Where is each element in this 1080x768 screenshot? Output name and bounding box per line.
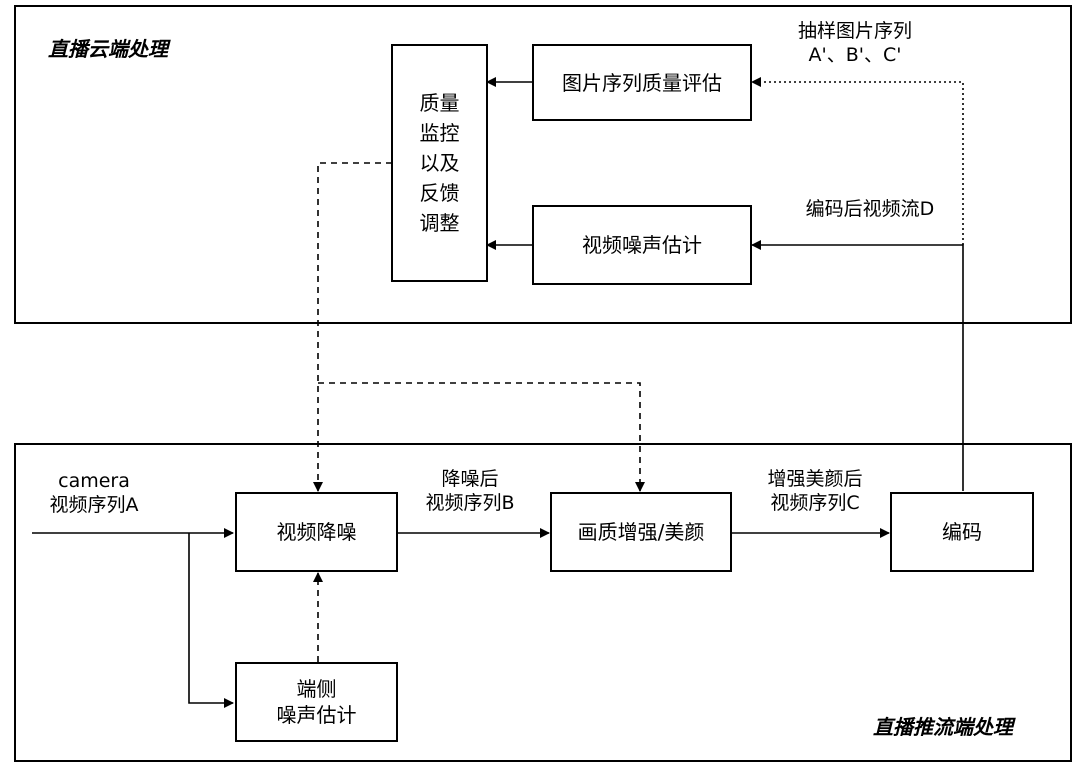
enhance-beauty-node: 画质增强/美颜 xyxy=(550,492,732,572)
input-label: camera 视频序列A xyxy=(49,470,139,516)
cloud-region-title: 直播云端处理 xyxy=(48,37,168,61)
encode-node: 编码 xyxy=(890,492,1034,572)
sampled-label: 抽样图片序列 A'、B'、C' xyxy=(797,20,912,66)
video-denoise-node: 视频降噪 xyxy=(235,492,398,572)
push-region-title: 直播推流端处理 xyxy=(873,715,1013,739)
edge-camera-to-edge-noise xyxy=(188,533,234,708)
denoised-label: 降噪后 视频序列B xyxy=(425,468,515,514)
image-quality-eval-node: 图片序列质量评估 xyxy=(532,44,752,121)
encoded-stream-label: 编码后视频流D xyxy=(805,198,935,220)
edge-encode-to-video-noise xyxy=(751,240,964,491)
edge-noise-est-node: 端侧 噪声估计 xyxy=(235,662,398,742)
quality-monitor-node: 质量 监控 以及 反馈 调整 xyxy=(391,44,488,282)
cloud-region xyxy=(14,5,1072,324)
edge-monitor-to-enhance xyxy=(318,382,645,492)
video-noise-est-node: 视频噪声估计 xyxy=(532,205,752,285)
edge-monitor-to-denoise xyxy=(313,162,392,492)
enhanced-label: 增强美颜后 视频序列C xyxy=(767,468,863,514)
push-region xyxy=(14,443,1072,762)
